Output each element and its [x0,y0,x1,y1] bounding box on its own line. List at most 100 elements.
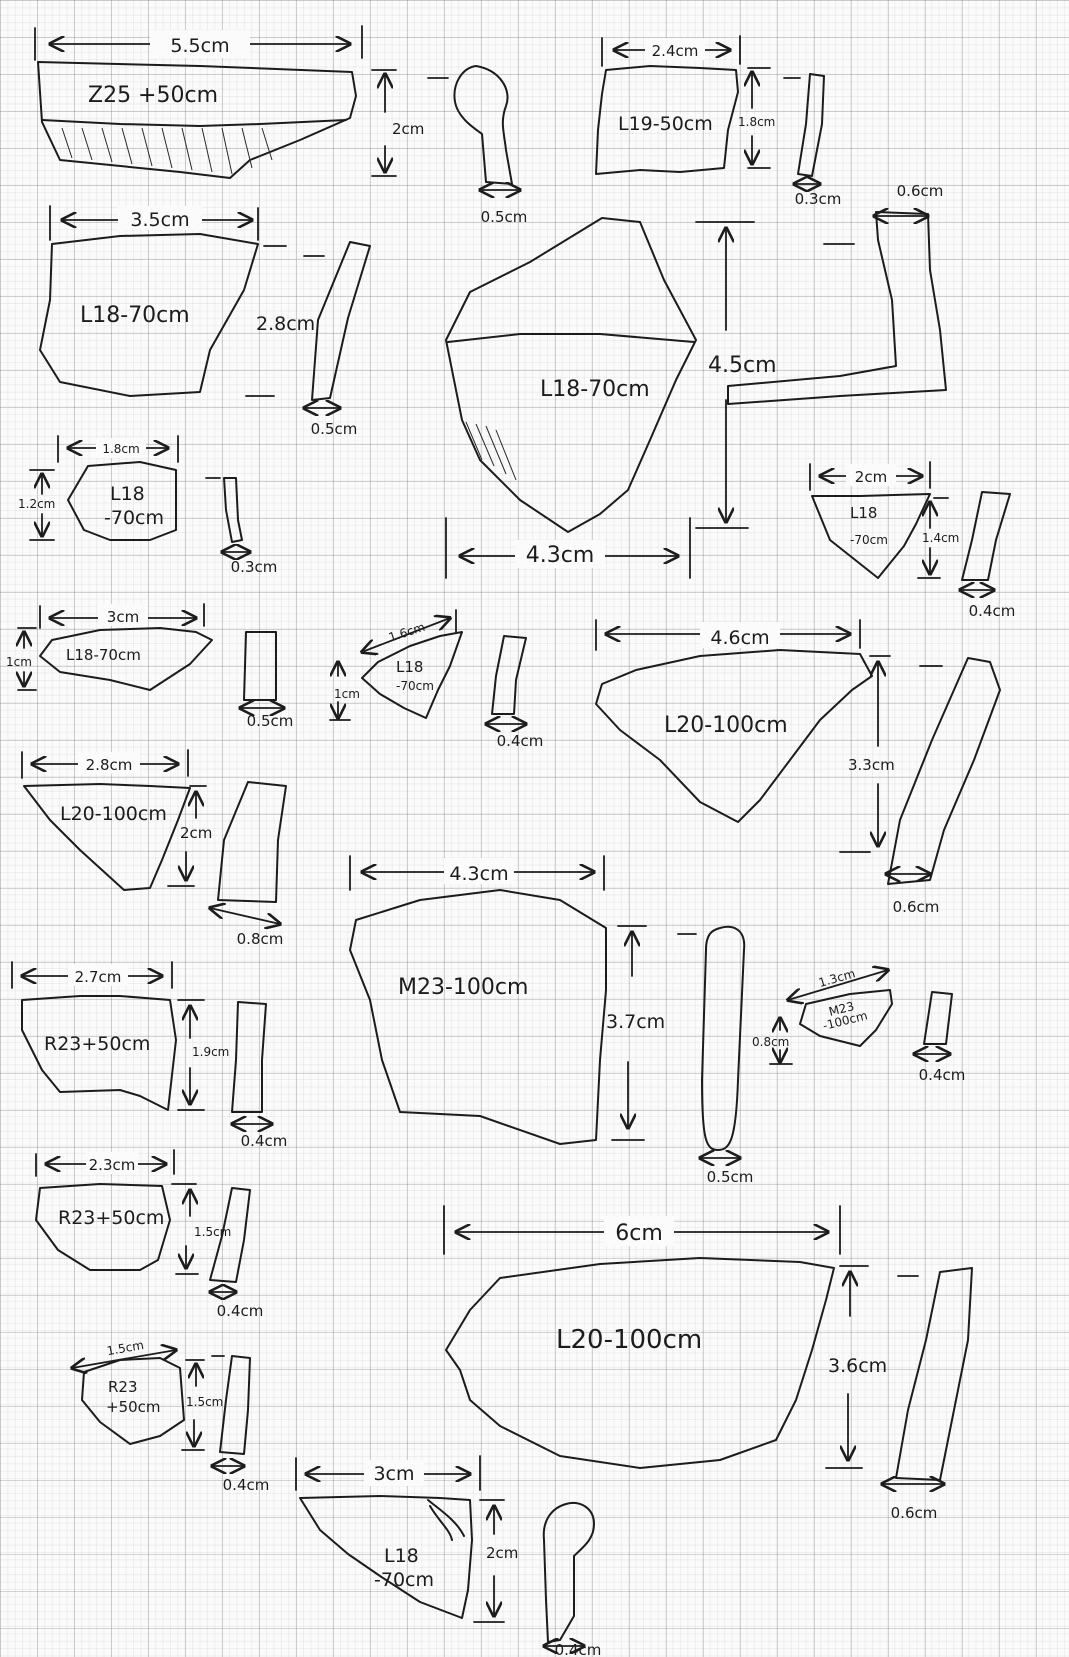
sherd-profile [961,491,1011,581]
sherd-profile [217,781,287,903]
sherd-label-line-2: +50cm [106,1398,161,1416]
width-dimension: 3.5cm [130,209,189,231]
sherd-l20-100cm-b: 2.8cm L20-100cm 2cm 0.8cm [21,749,287,948]
sherd-profile [701,925,746,1151]
height-dimension: 1cm [6,655,32,669]
thickness-dimension: 0.6cm [897,182,944,200]
sherd-outline [37,61,357,179]
sherd-profile [231,1001,267,1113]
sherd-label: L18-70cm [80,303,190,328]
sherd-label: L20-100cm [556,1325,702,1355]
sherd-label: L20-100cm [60,803,167,825]
sherd-label-line-2: -70cm [104,507,164,529]
sherd-label-line-1: R23 [108,1378,138,1396]
sherd-profile [797,73,825,177]
width-dimension: 3cm [107,608,139,626]
thickness-dimension: 0.4cm [555,1641,602,1657]
sherd-outline [445,1257,835,1469]
width-dimension: 1.8cm [102,442,139,456]
width-dimension: 2.8cm [86,756,133,774]
thickness-dimension: 0.6cm [891,1504,938,1522]
width-dimension: 4.6cm [710,627,769,649]
width-dimension: 1.3cm [817,966,857,990]
sherd-l18-70cm-b: 4.3cm L18-70cm 4.5cm 0.6cm [445,182,947,579]
sherd-l18-70cm-d: 2cm L18 -70cm 1.4cm 0.4cm [809,461,1016,620]
sherd-outline [39,233,259,397]
sherd-label: L18-70cm [540,377,650,402]
thickness-dimension: 0.8cm [237,930,284,948]
sherd-l18-70cm-c: 1.8cm L18 -70cm 1.2cm 0.3cm [18,435,278,576]
sherd-profile [887,657,1001,885]
sherd-r23-50cm-a: 2.7cm R23+50cm 1.9cm 0.4cm [11,961,288,1150]
sherd-outline [595,65,739,175]
height-dimension: 1.4cm [922,531,959,545]
sherd-profile [895,1267,973,1481]
height-dimension: 3.3cm [848,756,895,774]
height-dimension: 1.5cm [186,1395,223,1409]
height-dimension: 1.5cm [194,1225,231,1239]
sherd-profile [223,477,243,543]
width-dimension: 4.3cm [449,863,508,885]
sherd-profile [491,635,527,715]
sherd-rim-profile [453,65,513,185]
width-dimension: 5.5cm [170,35,229,57]
sherd-profile [311,241,371,401]
sherd-outline [811,493,931,579]
sherd-r23-50cm-c: 1.5cm R23 +50cm 1.5cm 0.4cm [72,1338,269,1494]
sherd-l19-50cm: 2.4cm L19-50cm 1.8cm 0.3cm [595,35,842,208]
width-dimension: 1.5cm [106,1338,145,1358]
thickness-dimension: 0.5cm [247,712,294,730]
sherd-m23-100cm-b: 1.3cm M23 -100cm 0.8cm 0.4cm [752,966,965,1084]
sherd-label-line-1: L18 [110,483,145,505]
thickness-dimension: 0.4cm [969,602,1016,620]
sherd-label-line-1: L18 [384,1545,419,1567]
thickness-dimension: 0.3cm [231,558,278,576]
thickness-dimension: 0.4cm [241,1132,288,1150]
width-dimension: 1.6cm [387,620,427,645]
sherd-profile [209,1187,251,1283]
width-dimension: 3cm [373,1463,414,1485]
sherd-label: Z25 +50cm [88,83,218,108]
height-dimension: 1cm [334,687,360,701]
sherd-profile [243,631,277,701]
height-dimension: 1.9cm [192,1045,229,1059]
thickness-dimension: 0.5cm [311,420,358,438]
sherd-outline [349,889,607,1145]
width-dimension: 2cm [855,468,887,486]
sherd-rim-profile [727,211,947,405]
width-dimension: 2.7cm [75,968,122,986]
sherd-hatching [465,421,517,481]
sherd-l18-70cm-a: 3.5cm L18-70cm 2.8cm 0.5cm [39,205,371,438]
height-dimension: 1.2cm [18,497,55,511]
height-dimension: 2cm [180,824,212,842]
sherd-break-line [41,119,347,127]
sherd-l20-100cm-a: 4.6cm L20-100cm 3.3cm 0.6cm [595,619,1001,916]
width-dimension: 6cm [615,1221,663,1246]
width-dimension: 4.3cm [526,543,595,568]
sherd-profile [219,1355,251,1455]
thickness-dimension: 0.3cm [795,190,842,208]
sherd-m23-100cm-a: 4.3cm M23-100cm 3.7cm 0.5cm [349,855,753,1186]
thickness-dimension: 0.4cm [223,1476,270,1494]
sherd-profile [923,991,953,1045]
thickness-dimension: 0.4cm [919,1066,966,1084]
sherd-rim-detail [427,1499,465,1541]
sherd-label: M23-100cm [398,975,528,1000]
sherd-outline [39,627,213,691]
sherd-outline [21,995,177,1111]
thickness-dimension: 0.4cm [217,1302,264,1320]
sherd-label: R23+50cm [44,1033,150,1055]
sherd-z25-50cm: 5.5cm Z25 +50cm 2cm 0.5cm [34,25,527,226]
height-dimension: 3.7cm [606,1011,665,1033]
sherd-l20-100cm-c: 6cm L20-100cm 3.6cm 0.6cm [443,1205,973,1522]
sherd-label-line-1: L18 [396,658,423,676]
sherd-outline [595,649,873,823]
sherd-r23-50cm-b: 2.3cm R23+50cm 1.5cm 0.4cm [35,1149,264,1320]
sherd-break-line [447,333,695,343]
width-dimension: 2.3cm [89,1156,136,1174]
sherd-label: L18-70cm [66,646,141,664]
height-dimension: 2.8cm [256,313,315,335]
thickness-dimension: 0.4cm [497,732,544,750]
sherd-outline [445,217,697,533]
